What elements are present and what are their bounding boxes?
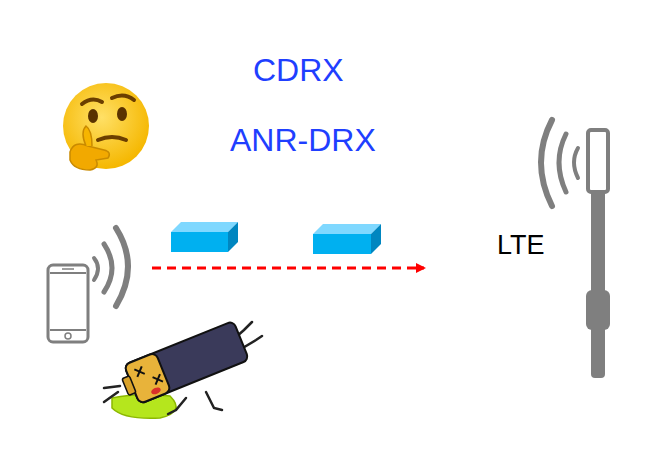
dead-battery <box>104 321 262 418</box>
tower-waves <box>541 120 578 206</box>
text-label: ANR-DRX <box>230 122 376 159</box>
phone-icon <box>48 265 88 342</box>
data-packet <box>313 224 381 254</box>
thinking-emoji <box>63 83 149 170</box>
phone-waves <box>94 228 128 306</box>
text-label: CDRX <box>253 52 344 89</box>
data-packet <box>171 222 238 252</box>
cell-tower <box>586 130 610 378</box>
text-label: LTE <box>497 230 545 261</box>
uplink-arrow <box>152 267 424 270</box>
